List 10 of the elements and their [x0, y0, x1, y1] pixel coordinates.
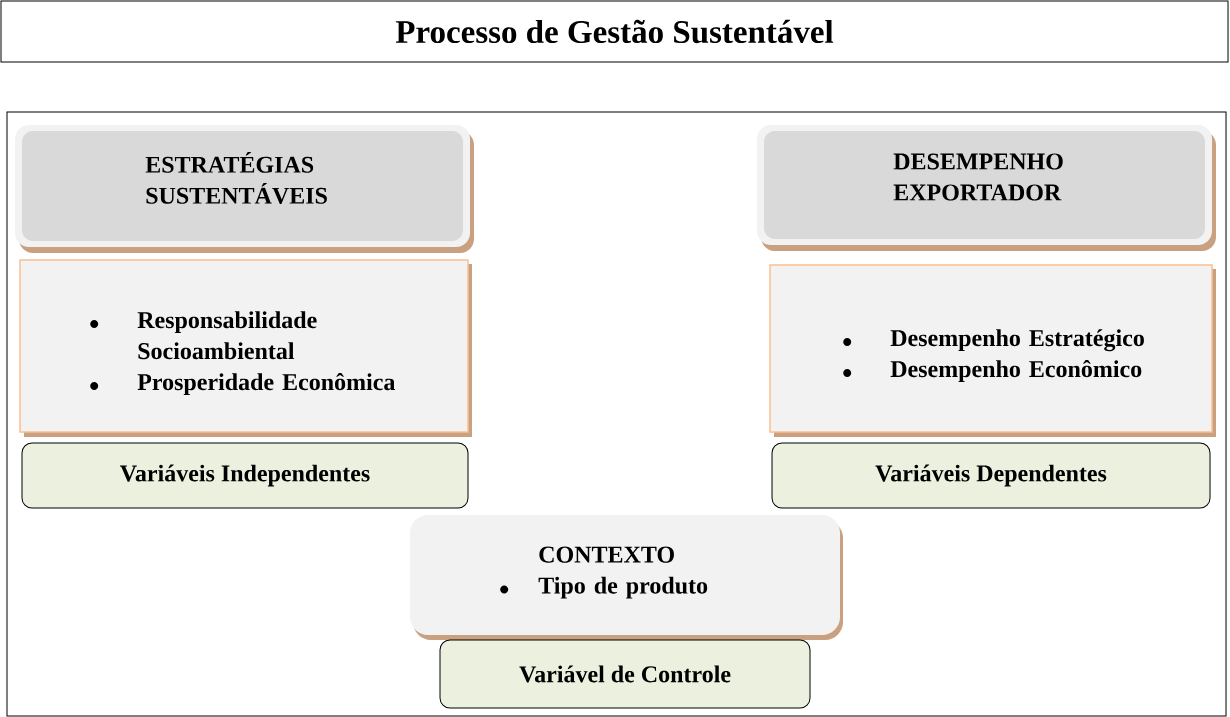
variable-box: Variáveis Independentes [21, 442, 469, 509]
variable-box: Variável de Controle [439, 639, 811, 709]
context-box: CONTEXTO Tipo de produto [410, 515, 843, 640]
heading-box: ESTRATÉGIAS SUSTENTÁVEIS [15, 125, 474, 253]
variable-box: Variáveis Dependentes [771, 442, 1211, 509]
bullet-list-box: Desempenho Estratégico Desempenho Econômico [769, 264, 1216, 437]
heading-box: DESEMPENHO EXPORTADOR [757, 125, 1216, 251]
title-box: Processo de Gestão Sustentável [0, 0, 1229, 63]
bullet-list-box: Responsabilidade Socioambiental Prosperidade Econômica [19, 259, 472, 437]
frame-box [6, 111, 1227, 717]
